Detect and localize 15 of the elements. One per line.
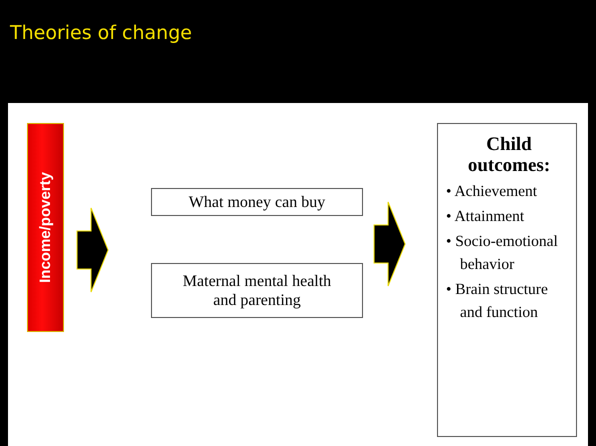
- process-box: [151, 188, 363, 216]
- process-box: [151, 263, 363, 318]
- box-label: Maternal mental health and parenting: [182, 272, 332, 310]
- slide-title: Theories of change: [10, 22, 192, 44]
- bullet-item: • Socio-emotional behavior: [446, 232, 559, 275]
- bullet-item: • Attainment: [446, 207, 526, 227]
- block-arrow: [374, 202, 406, 286]
- bullet-item: • Brain structure and function: [446, 280, 549, 323]
- vertical-bar: [27, 123, 64, 332]
- box-heading: Child outcomes:: [466, 134, 552, 176]
- bullet-item: • Achievement: [446, 182, 538, 202]
- outcome-box: [437, 123, 577, 437]
- block-arrow: [76, 208, 109, 292]
- bar-label: Income/poverty: [37, 172, 54, 283]
- box-label: What money can buy: [188, 192, 326, 212]
